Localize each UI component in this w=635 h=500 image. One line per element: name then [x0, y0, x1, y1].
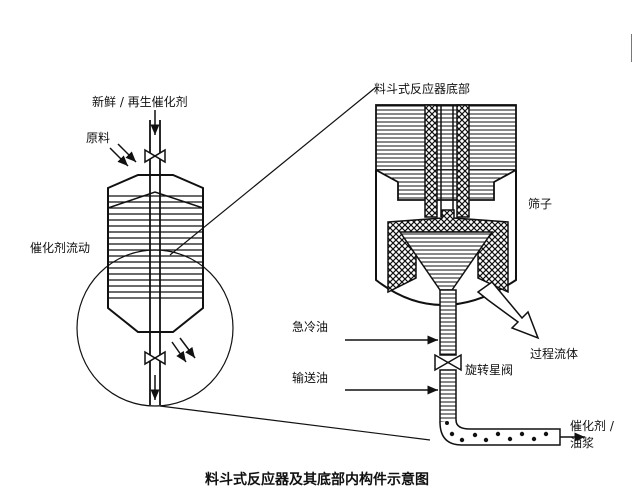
catalyst-bed-lines	[108, 195, 203, 299]
figure-caption: 料斗式反应器及其底部内构件示意图	[205, 471, 429, 488]
screen-mesh	[387, 209, 509, 294]
process-fluid-outlet	[476, 280, 540, 340]
label-catalyst-slurry-line2: 油浆	[570, 435, 594, 450]
detail-connector-lines	[159, 87, 431, 441]
left-reactor	[76, 110, 234, 407]
label-process-fluid: 过程流体	[530, 346, 578, 361]
label-quench-oil: 急冷油	[292, 319, 328, 334]
right-detail	[345, 104, 585, 446]
reactor-shell	[107, 174, 204, 333]
label-catalyst-slurry-line1: 催化剂 /	[570, 418, 615, 433]
label-fresh-regen-catalyst: 新鲜 / 再生催化剂	[92, 94, 188, 109]
detail-circle	[76, 249, 234, 407]
label-screen: 筛子	[528, 196, 552, 211]
corner-mark	[631, 34, 635, 62]
label-hopper-bottom-title: 料斗式反应器底部	[374, 81, 470, 96]
label-catalyst-flow: 催化剂流动	[30, 240, 90, 255]
slurry-dots	[445, 421, 549, 443]
label-feed: 原料	[86, 131, 110, 145]
label-rotary-star-valve: 旋转星阀	[465, 362, 513, 377]
label-conveying-oil: 输送油	[292, 370, 328, 385]
